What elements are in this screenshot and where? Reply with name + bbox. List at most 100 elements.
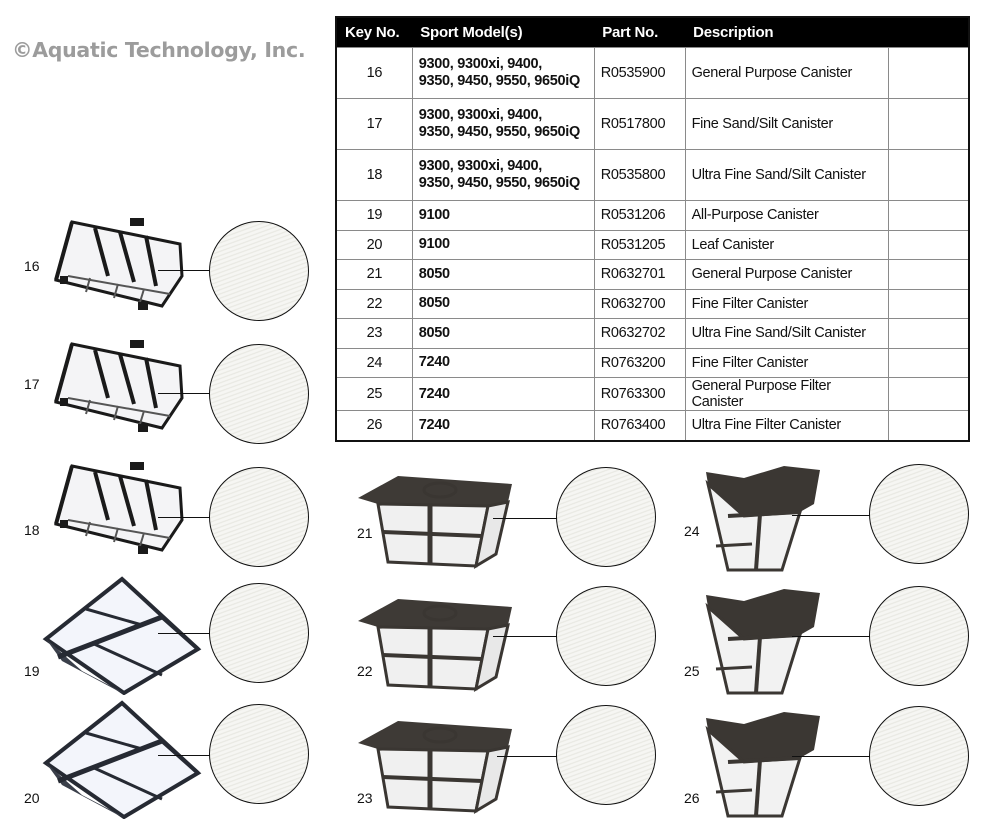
- filter-media-swatch: [869, 586, 969, 686]
- leader-line: [158, 270, 210, 271]
- key-no: 22: [335, 288, 413, 319]
- description: Ultra Fine Sand/Silt Canister: [684, 149, 889, 201]
- table-row: 18 9300, 9300xi, 9400,9350, 9450, 9550, …: [335, 149, 970, 201]
- key-label: 19: [24, 663, 40, 679]
- table-row: 19 9100 R0531206 All-Purpose Canister: [335, 200, 970, 231]
- part-no: R0763300: [593, 377, 686, 411]
- header-part-no: Part No.: [594, 17, 686, 48]
- part-no: R0632700: [593, 288, 686, 319]
- table-row: 24 7240 R0763200 Fine Filter Canister: [335, 347, 970, 378]
- models-line: 9350, 9450, 9550, 9650iQ: [418, 175, 581, 191]
- table-row: 25 7240 R0763300 General Purpose Filter …: [335, 377, 970, 411]
- sport-models: 8050: [411, 288, 595, 319]
- blank-cell: [887, 200, 970, 231]
- leader-line: [158, 755, 210, 756]
- key-no: 26: [335, 410, 413, 441]
- sport-models: 9300, 9300xi, 9400,9350, 9450, 9550, 965…: [411, 98, 595, 150]
- blank-cell: [887, 377, 970, 411]
- filter-media-swatch: [869, 464, 969, 564]
- description: All-Purpose Canister: [684, 200, 889, 231]
- leader-line: [792, 515, 872, 516]
- blank-cell: [887, 347, 970, 378]
- leader-line: [792, 756, 872, 757]
- tapered-canister-icon: [705, 466, 820, 572]
- rect-canister-icon: [54, 462, 184, 554]
- key-label: 24: [684, 523, 700, 539]
- sport-models: 8050: [411, 259, 595, 290]
- header-sport-models: Sport Model(s): [412, 17, 595, 48]
- part-no: R0535900: [593, 47, 686, 99]
- blank-cell: [887, 259, 970, 290]
- rect-canister-icon: [54, 340, 184, 432]
- part-no: R0535800: [593, 149, 686, 201]
- part-no: R0632702: [593, 318, 686, 349]
- filter-media-swatch: [209, 221, 309, 321]
- blank-cell: [887, 229, 970, 260]
- models-line: 9350, 9450, 9550, 9650iQ: [418, 73, 581, 89]
- models-line: 9300, 9300xi, 9400,: [418, 56, 543, 72]
- description: Ultra Fine Filter Canister: [684, 410, 889, 441]
- square-canister-icon: [358, 599, 512, 693]
- parts-table: Key No. Sport Model(s) Part No. Descript…: [335, 16, 970, 442]
- sport-models: 7240: [411, 410, 595, 441]
- rect-canister-icon: [54, 218, 184, 310]
- part-no: R0763200: [593, 347, 686, 378]
- table-row: 17 9300, 9300xi, 9400,9350, 9450, 9550, …: [335, 98, 970, 150]
- key-label: 21: [357, 525, 373, 541]
- table-header-row: Key No. Sport Model(s) Part No. Descript…: [336, 17, 969, 48]
- leader-line: [158, 633, 210, 634]
- sport-models: 9300, 9300xi, 9400,9350, 9450, 9550, 965…: [411, 149, 595, 201]
- part-no: R0531205: [593, 229, 686, 260]
- square-canister-icon: [358, 476, 512, 570]
- filter-media-swatch: [556, 586, 656, 686]
- description: Fine Sand/Silt Canister: [684, 98, 889, 150]
- table-row: 21 8050 R0632701 General Purpose Caniste…: [335, 259, 970, 290]
- table-row: 26 7240 R0763400 Ultra Fine Filter Canis…: [335, 410, 970, 441]
- header-blank: [888, 17, 969, 48]
- key-no: 17: [335, 98, 413, 150]
- leader-line: [158, 517, 210, 518]
- header-description: Description: [685, 17, 889, 48]
- key-no: 25: [335, 377, 413, 411]
- header-key-no: Key No.: [336, 17, 413, 48]
- filter-media-swatch: [556, 705, 656, 805]
- filter-media-swatch: [209, 467, 309, 567]
- table-row: 23 8050 R0632702 Ultra Fine Sand/Silt Ca…: [335, 318, 970, 349]
- key-no: 23: [335, 318, 413, 349]
- sport-models: 7240: [411, 377, 595, 411]
- leader-line: [493, 518, 557, 519]
- description: General Purpose Filter Canister: [684, 377, 889, 411]
- tapered-canister-icon: [705, 589, 820, 695]
- blank-cell: [887, 318, 970, 349]
- leader-line: [493, 636, 557, 637]
- key-no: 19: [335, 200, 413, 231]
- leader-line: [792, 636, 872, 637]
- wedge-canister-icon: [42, 576, 202, 695]
- filter-media-swatch: [209, 344, 309, 444]
- description: Fine Filter Canister: [684, 288, 889, 319]
- description: Ultra Fine Sand/Silt Canister: [684, 318, 889, 349]
- blank-cell: [887, 149, 970, 201]
- sport-models: 9100: [411, 200, 595, 231]
- key-label: 16: [24, 258, 40, 274]
- sport-models: 8050: [411, 318, 595, 349]
- blank-cell: [887, 98, 970, 150]
- description: General Purpose Canister: [684, 47, 889, 99]
- key-no: 24: [335, 347, 413, 378]
- filter-media-swatch: [869, 706, 969, 806]
- part-no: R0531206: [593, 200, 686, 231]
- key-no: 16: [335, 47, 413, 99]
- key-label: 25: [684, 663, 700, 679]
- models-line: 9300, 9300xi, 9400,: [418, 107, 543, 123]
- description: Leaf Canister: [684, 229, 889, 260]
- sport-models: 9300, 9300xi, 9400,9350, 9450, 9550, 965…: [411, 47, 595, 99]
- square-canister-icon: [358, 721, 512, 815]
- blank-cell: [887, 410, 970, 441]
- table-row: 20 9100 R0531205 Leaf Canister: [335, 229, 970, 260]
- key-no: 20: [335, 229, 413, 260]
- part-no: R0517800: [593, 98, 686, 150]
- description: Fine Filter Canister: [684, 347, 889, 378]
- filter-media-swatch: [209, 704, 309, 804]
- filter-media-swatch: [556, 467, 656, 567]
- blank-cell: [887, 47, 970, 99]
